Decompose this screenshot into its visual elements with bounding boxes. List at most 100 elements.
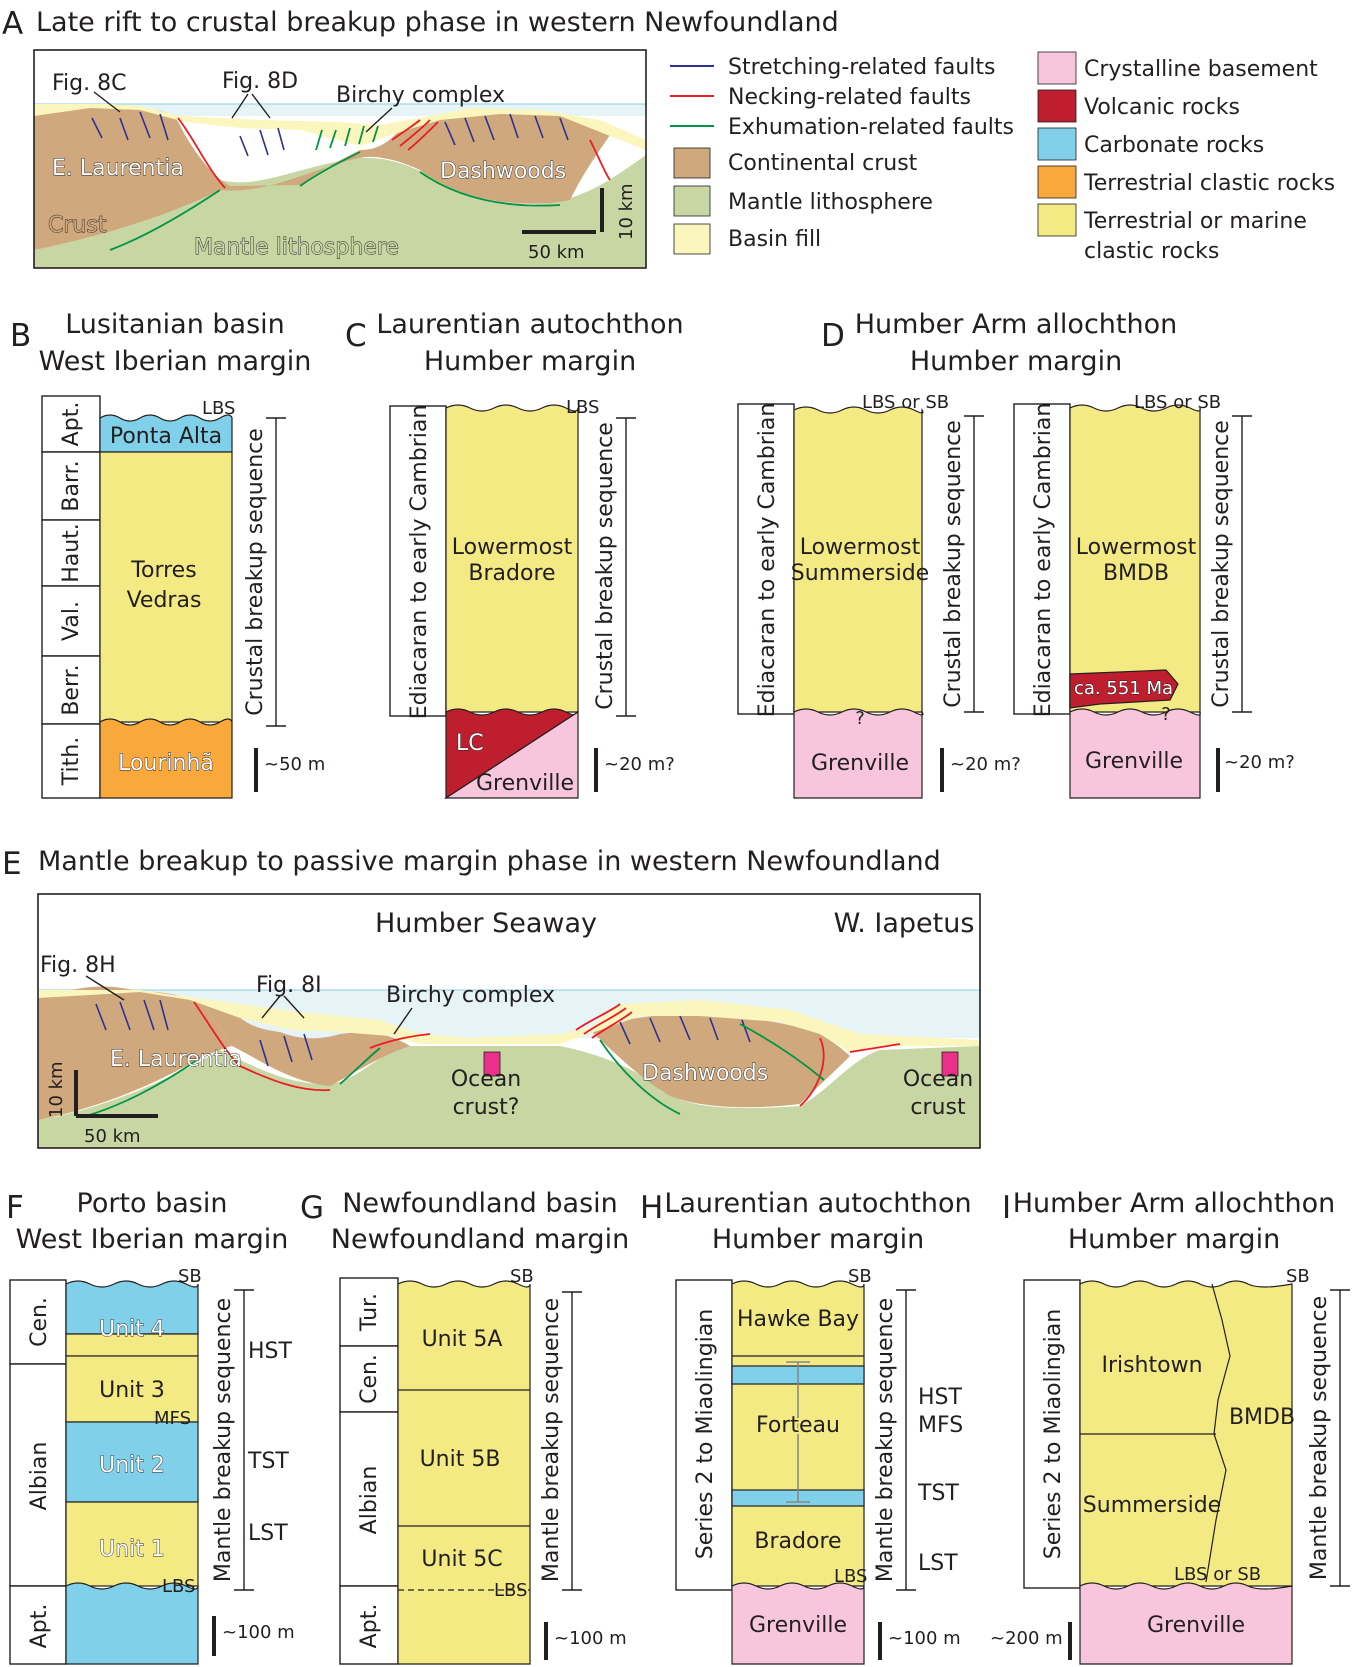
litho-column-b xyxy=(99,414,233,799)
unit-ponta-alta: Ponta Alta xyxy=(110,424,222,449)
scale-label-h-e: 50 km xyxy=(84,1126,141,1147)
panel-b: B Lusitanian basin West Iberian margin A… xyxy=(10,309,325,799)
stage-apt-b: Apt. xyxy=(59,402,84,447)
scale-label-i: ~200 m xyxy=(990,1628,1063,1649)
sequence-label-f: Mantle breakup sequence xyxy=(211,1298,236,1582)
stage-tur-g: Tur. xyxy=(357,1293,382,1332)
stage-column-b xyxy=(41,395,101,799)
panel-a-title: Late rift to crustal breakup phase in we… xyxy=(36,7,839,38)
svg-text:clastic rocks: clastic rocks xyxy=(1084,239,1219,264)
label-sb-h: SB xyxy=(848,1266,872,1287)
label-sb-f: SB xyxy=(178,1266,202,1287)
panel-c: C Laurentian autochthon Humber margin Ed… xyxy=(345,309,684,800)
label-w-iapetus: W. Iapetus xyxy=(834,908,975,939)
svg-text:Carbonate rocks: Carbonate rocks xyxy=(1084,133,1264,158)
system-label-i: Series 2 to Miaolingian xyxy=(1041,1309,1066,1559)
leader-lines-a xyxy=(93,91,393,133)
mantle-lithosphere-a xyxy=(34,155,646,268)
volcanic-lens-d xyxy=(1069,669,1179,709)
panel-e-title: Mantle breakup to passive margin phase i… xyxy=(38,846,941,877)
stage-apt-g: Apt. xyxy=(357,1604,382,1649)
unit-lc-column xyxy=(445,708,579,800)
stage-apt-f: Apt. xyxy=(27,1604,52,1649)
necking-faults-a xyxy=(177,117,611,189)
unit-lowermost-c: Lowermost xyxy=(452,535,573,560)
tract-lst-h: LST xyxy=(918,1551,958,1576)
label-top-d-right: LBS or SB xyxy=(1134,392,1221,413)
label-dashwoods-e: Dashwoods xyxy=(642,1061,768,1086)
panel-f-title2: West Iberian margin xyxy=(16,1224,289,1255)
panel-d-title1: Humber Arm allochthon xyxy=(855,309,1177,340)
panel-h-letter: H xyxy=(640,1190,663,1226)
continental-crust-e-edge xyxy=(38,990,232,1120)
panel-b-title2: West Iberian margin xyxy=(39,346,312,377)
scale-label-d-right: ~20 m? xyxy=(1224,752,1295,773)
scale-label-v-e: 10 km xyxy=(46,1061,67,1118)
panel-d-letter: D xyxy=(821,318,845,354)
unit-forteau: Forteau xyxy=(756,1413,840,1438)
unit-lowermost-d-left: Lowermost xyxy=(800,535,921,560)
legend: Stretching-related faults Necking-relate… xyxy=(670,51,1335,264)
svg-text:Continental crust: Continental crust xyxy=(728,151,918,176)
panel-a-letter: A xyxy=(2,6,23,42)
legend-necking: Necking-related faults xyxy=(670,85,971,110)
tract-tst-h: TST xyxy=(917,1481,959,1506)
unit-torres: Torres xyxy=(130,558,196,583)
leader-lines-e xyxy=(85,975,413,1035)
unit-lc: LC xyxy=(456,731,484,756)
label-laurentia-e: E. Laurentia xyxy=(110,1047,242,1072)
unit-1-column xyxy=(65,1501,199,1587)
sequence-bracket-h xyxy=(896,1289,916,1591)
panel-e: E Mantle breakup to passive margin phase… xyxy=(2,846,981,1149)
panel-g-title1: Newfoundland basin xyxy=(342,1188,618,1219)
stage-column-g xyxy=(339,1277,399,1665)
sequence-label-b: Crustal breakup sequence xyxy=(243,428,268,716)
system-label-c: Ediacaran to early Cambrian xyxy=(407,405,432,720)
label-fig8h: Fig. 8H xyxy=(40,953,116,978)
question-mark-d-left: ? xyxy=(855,708,865,729)
unit-summerside-i: Summerside xyxy=(1083,1493,1221,1518)
label-fig8d: Fig. 8D xyxy=(222,69,298,94)
scale-label-v-a: 10 km xyxy=(616,183,637,240)
panel-c-title1: Laurentian autochthon xyxy=(376,309,683,340)
unit-grenville-d-left-column xyxy=(793,708,924,799)
sequence-bracket-d-left xyxy=(964,415,984,713)
label-birchy-e: Birchy complex xyxy=(386,983,555,1008)
unit-5b-label: Unit 5B xyxy=(420,1447,501,1472)
unit-bmdb-d: BMDB xyxy=(1103,561,1169,586)
cross-section-a: Fig. 8C Fig. 8D Birchy complex E. Lauren… xyxy=(33,49,647,269)
panel-d: D Humber Arm allochthon Humber margin Ed… xyxy=(737,309,1295,799)
tract-mfs-h: MFS xyxy=(918,1413,963,1438)
ocean-crust-1 xyxy=(483,1051,501,1077)
legend-carbonate: Carbonate rocks xyxy=(1037,127,1264,161)
unit-grenville-h: Grenville xyxy=(749,1613,847,1638)
label-age-551: ca. 551 Ma xyxy=(1074,678,1173,699)
exhumation-faults-a xyxy=(109,125,561,251)
label-fig8i: Fig. 8I xyxy=(256,973,322,998)
label-lbs-c: LBS xyxy=(566,397,600,418)
unit-grenville-i: Grenville xyxy=(1147,1613,1245,1638)
unit-5a-label: Unit 5A xyxy=(422,1327,503,1352)
stage-albian-g: Albian xyxy=(357,1466,382,1535)
label-sb-g: SB xyxy=(510,1266,534,1287)
svg-text:Stretching-related faults: Stretching-related faults xyxy=(728,55,996,80)
unit-hawke-bay: Hawke Bay xyxy=(737,1307,859,1332)
panel-g: G Newfoundland basin Newfoundland margin… xyxy=(300,1188,629,1665)
scale-label-h-a: 50 km xyxy=(528,242,585,263)
system-label-d-right: Ediacaran to early Cambrian xyxy=(1031,403,1056,718)
tract-hst-h: HST xyxy=(918,1385,963,1410)
stage-val-b: Val. xyxy=(59,601,84,641)
label-ocean-2b: crust xyxy=(910,1095,966,1120)
label-fig8c: Fig. 8C xyxy=(52,71,126,96)
unit-irishtown: Irishtown xyxy=(1101,1353,1202,1378)
unit-3-column xyxy=(65,1355,199,1423)
sequence-bracket-g xyxy=(562,1291,582,1591)
sequence-label-d-left: Crustal breakup sequence xyxy=(941,420,966,708)
facies-boundary-bmdb xyxy=(1205,1283,1231,1583)
label-humber-seaway: Humber Seaway xyxy=(375,908,597,939)
system-label-h: Series 2 to Miaolingian xyxy=(693,1309,718,1559)
panel-c-title2: Humber margin xyxy=(424,346,636,377)
panel-g-letter: G xyxy=(300,1190,324,1226)
tract-tst-f: TST xyxy=(247,1449,289,1474)
